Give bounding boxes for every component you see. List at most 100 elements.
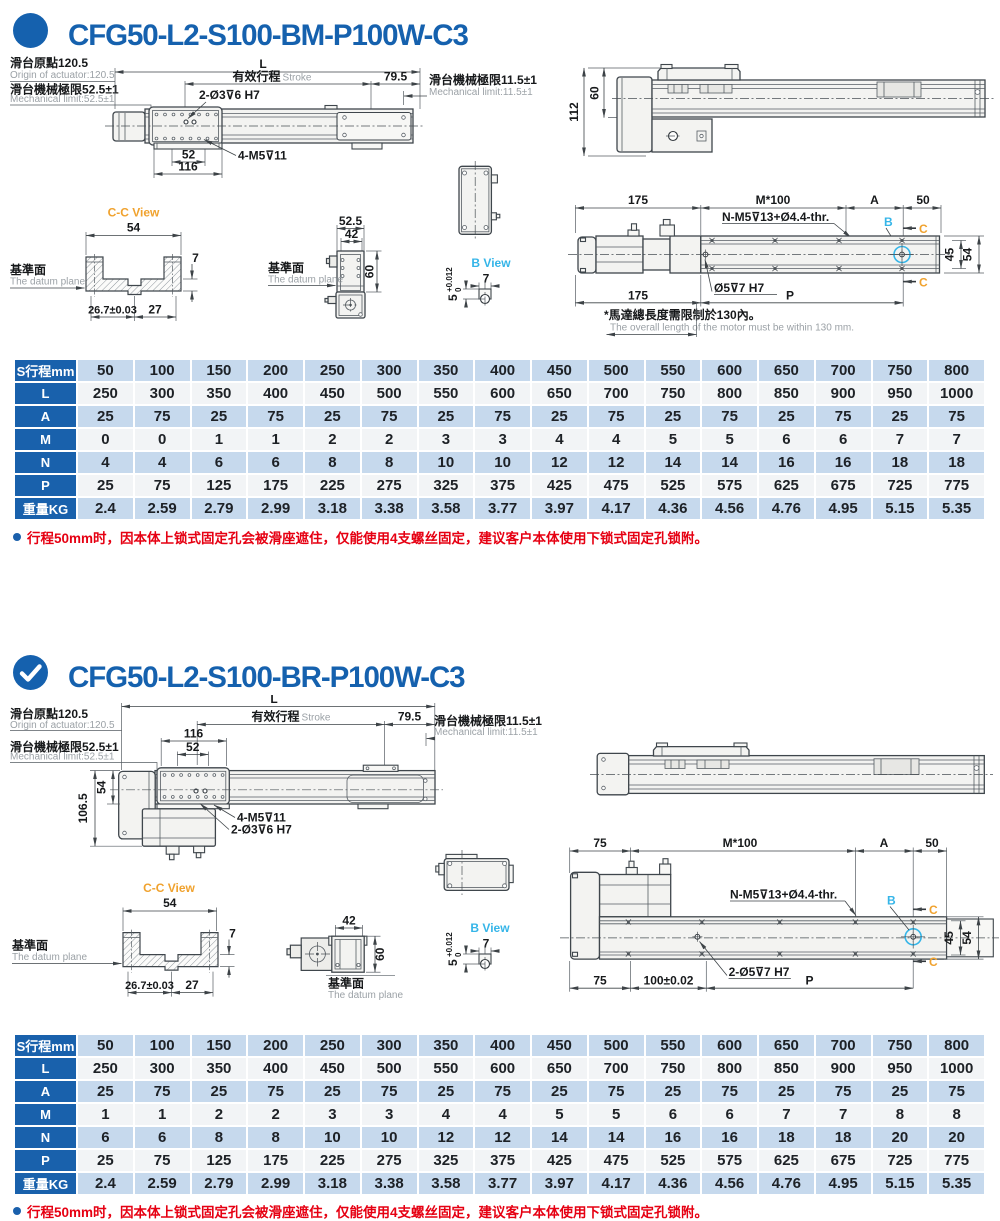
pv-dim-50: 50	[916, 193, 930, 207]
cc-dim-54: 54	[163, 896, 177, 910]
table-cell: 375	[475, 475, 530, 496]
row-header: M	[15, 429, 76, 450]
table-cell: 250	[78, 383, 133, 404]
table-cell: 12	[418, 1127, 474, 1148]
table-cell: 75	[134, 406, 190, 427]
table-cell: 3.97	[532, 1173, 587, 1194]
table-cell: 300	[361, 1035, 417, 1056]
table-cell: 750	[645, 383, 701, 404]
table-cell: 2	[305, 429, 360, 450]
table-cell: 625	[759, 475, 814, 496]
holes-top-label: 2-Ø3⊽6 H7	[199, 88, 260, 102]
table-cell: 3.77	[475, 1173, 530, 1194]
note-br: 行程50mm时，因本体上锁式固定孔会被滑座遮住，仅能使用4支螺丝固定，建议客户本…	[13, 1201, 993, 1221]
cc-view-title: C-C View	[108, 206, 160, 220]
table-cell: 25	[78, 475, 133, 496]
table-cell: 4.95	[815, 1173, 871, 1194]
table-cell: 25	[532, 406, 587, 427]
table-cell: 6	[702, 1104, 757, 1125]
dim-L: L	[259, 57, 266, 71]
row-header: A	[15, 406, 76, 427]
table-cell: 25	[78, 1081, 133, 1102]
cc-dim-27: 27	[148, 303, 162, 317]
plan-view: 175 M*100 A 50 N-M5⊽13+Ø4.4-thr. B C C	[568, 193, 984, 337]
table-cell: 75	[702, 1081, 757, 1102]
table-cell: 350	[418, 360, 474, 381]
table-cell: 25	[872, 1081, 928, 1102]
mech-limit-right-cn: 滑台機械極限11.5±1	[429, 72, 537, 87]
table-cell: 725	[872, 1150, 928, 1171]
pv-dim-175a: 175	[628, 193, 648, 207]
table-cell: 75	[248, 1081, 303, 1102]
cc-view: C-C View 54 基準面 The datum plane 7 26.7±0…	[11, 881, 236, 997]
table-cell: 75	[361, 1081, 417, 1102]
cc-datum-en: The datum plane	[12, 952, 87, 963]
table-cell: 10	[475, 452, 530, 473]
holes-bottom-label: 4-M5⊽11	[238, 149, 287, 163]
table-cell: 6	[134, 1127, 190, 1148]
table-cell: 175	[248, 1150, 303, 1171]
table-cell: 4.76	[759, 498, 814, 519]
origin-label-cn: 滑台原點120.5	[10, 55, 88, 70]
table-cell: 800	[702, 383, 757, 404]
table-cell: 275	[361, 1150, 417, 1171]
table-cell: 475	[588, 475, 644, 496]
table-cell: 4.17	[588, 498, 644, 519]
cc-dim-7: 7	[229, 927, 236, 941]
table-cell: 700	[588, 383, 644, 404]
table-cell: 425	[532, 475, 587, 496]
table-cell: 3	[361, 1104, 417, 1125]
table-cell: 625	[759, 1150, 814, 1171]
table-cell: 5	[532, 1104, 587, 1125]
table-cell: 8	[248, 1127, 303, 1148]
table-cell: 12	[588, 452, 644, 473]
table-cell: 600	[475, 383, 530, 404]
table-cell: 550	[645, 1035, 701, 1056]
table-cell: 10	[418, 452, 474, 473]
pv-note-en: The overall length of the motor must be …	[610, 323, 854, 334]
table-cell: 2	[248, 1104, 303, 1125]
table-cell: 18	[872, 452, 928, 473]
pv-dim-p: P	[786, 289, 794, 303]
end-view: 52.5 42	[267, 214, 382, 319]
end-view: 42 60 基準面 The datum p	[286, 914, 403, 1001]
mech-limit-right-en: Mechanical limit:11.5±1	[429, 87, 533, 98]
table-cell: 7	[815, 1104, 871, 1125]
table-cell: 10	[361, 1127, 417, 1148]
dim-116: 116	[184, 727, 204, 741]
origin-label-en: Origin of actuator:120.5	[10, 720, 115, 731]
table-cell: 5	[588, 1104, 644, 1125]
row-header: 重量KG	[15, 1173, 76, 1194]
b-view: B View 7 5 +0.012 0	[445, 256, 511, 307]
table-cell: 75	[248, 406, 303, 427]
pv-dim-50: 50	[925, 836, 939, 850]
table-cell: 200	[248, 1035, 303, 1056]
table-cell: 900	[815, 1058, 871, 1079]
table-cell: 500	[588, 360, 644, 381]
table-cell: 175	[248, 475, 303, 496]
table-cell: 500	[361, 383, 417, 404]
table-cell: 775	[929, 1150, 984, 1171]
table-cell: 8	[929, 1104, 984, 1125]
table-cell: 450	[305, 1058, 360, 1079]
mech-limit-left-en: Mechanical limit:52.5±1	[10, 752, 115, 763]
table-cell: 5.35	[929, 498, 984, 519]
table-cell: 16	[815, 452, 871, 473]
table-cell: 75	[475, 1081, 530, 1102]
pv-dim-75b: 75	[593, 974, 607, 988]
cc-datum-cn: 基準面	[11, 938, 48, 953]
table-cell: 4.56	[702, 498, 757, 519]
table-cell: 18	[815, 1127, 871, 1148]
table-cell: 325	[418, 1150, 474, 1171]
bv-tolerance: 5 +0.012 0	[445, 932, 463, 966]
table-cell: 3.18	[305, 1173, 360, 1194]
table-cell: 3.38	[361, 1173, 417, 1194]
table-cell: 7	[872, 429, 928, 450]
row-header: P	[15, 475, 76, 496]
table-cell: 75	[929, 1081, 984, 1102]
